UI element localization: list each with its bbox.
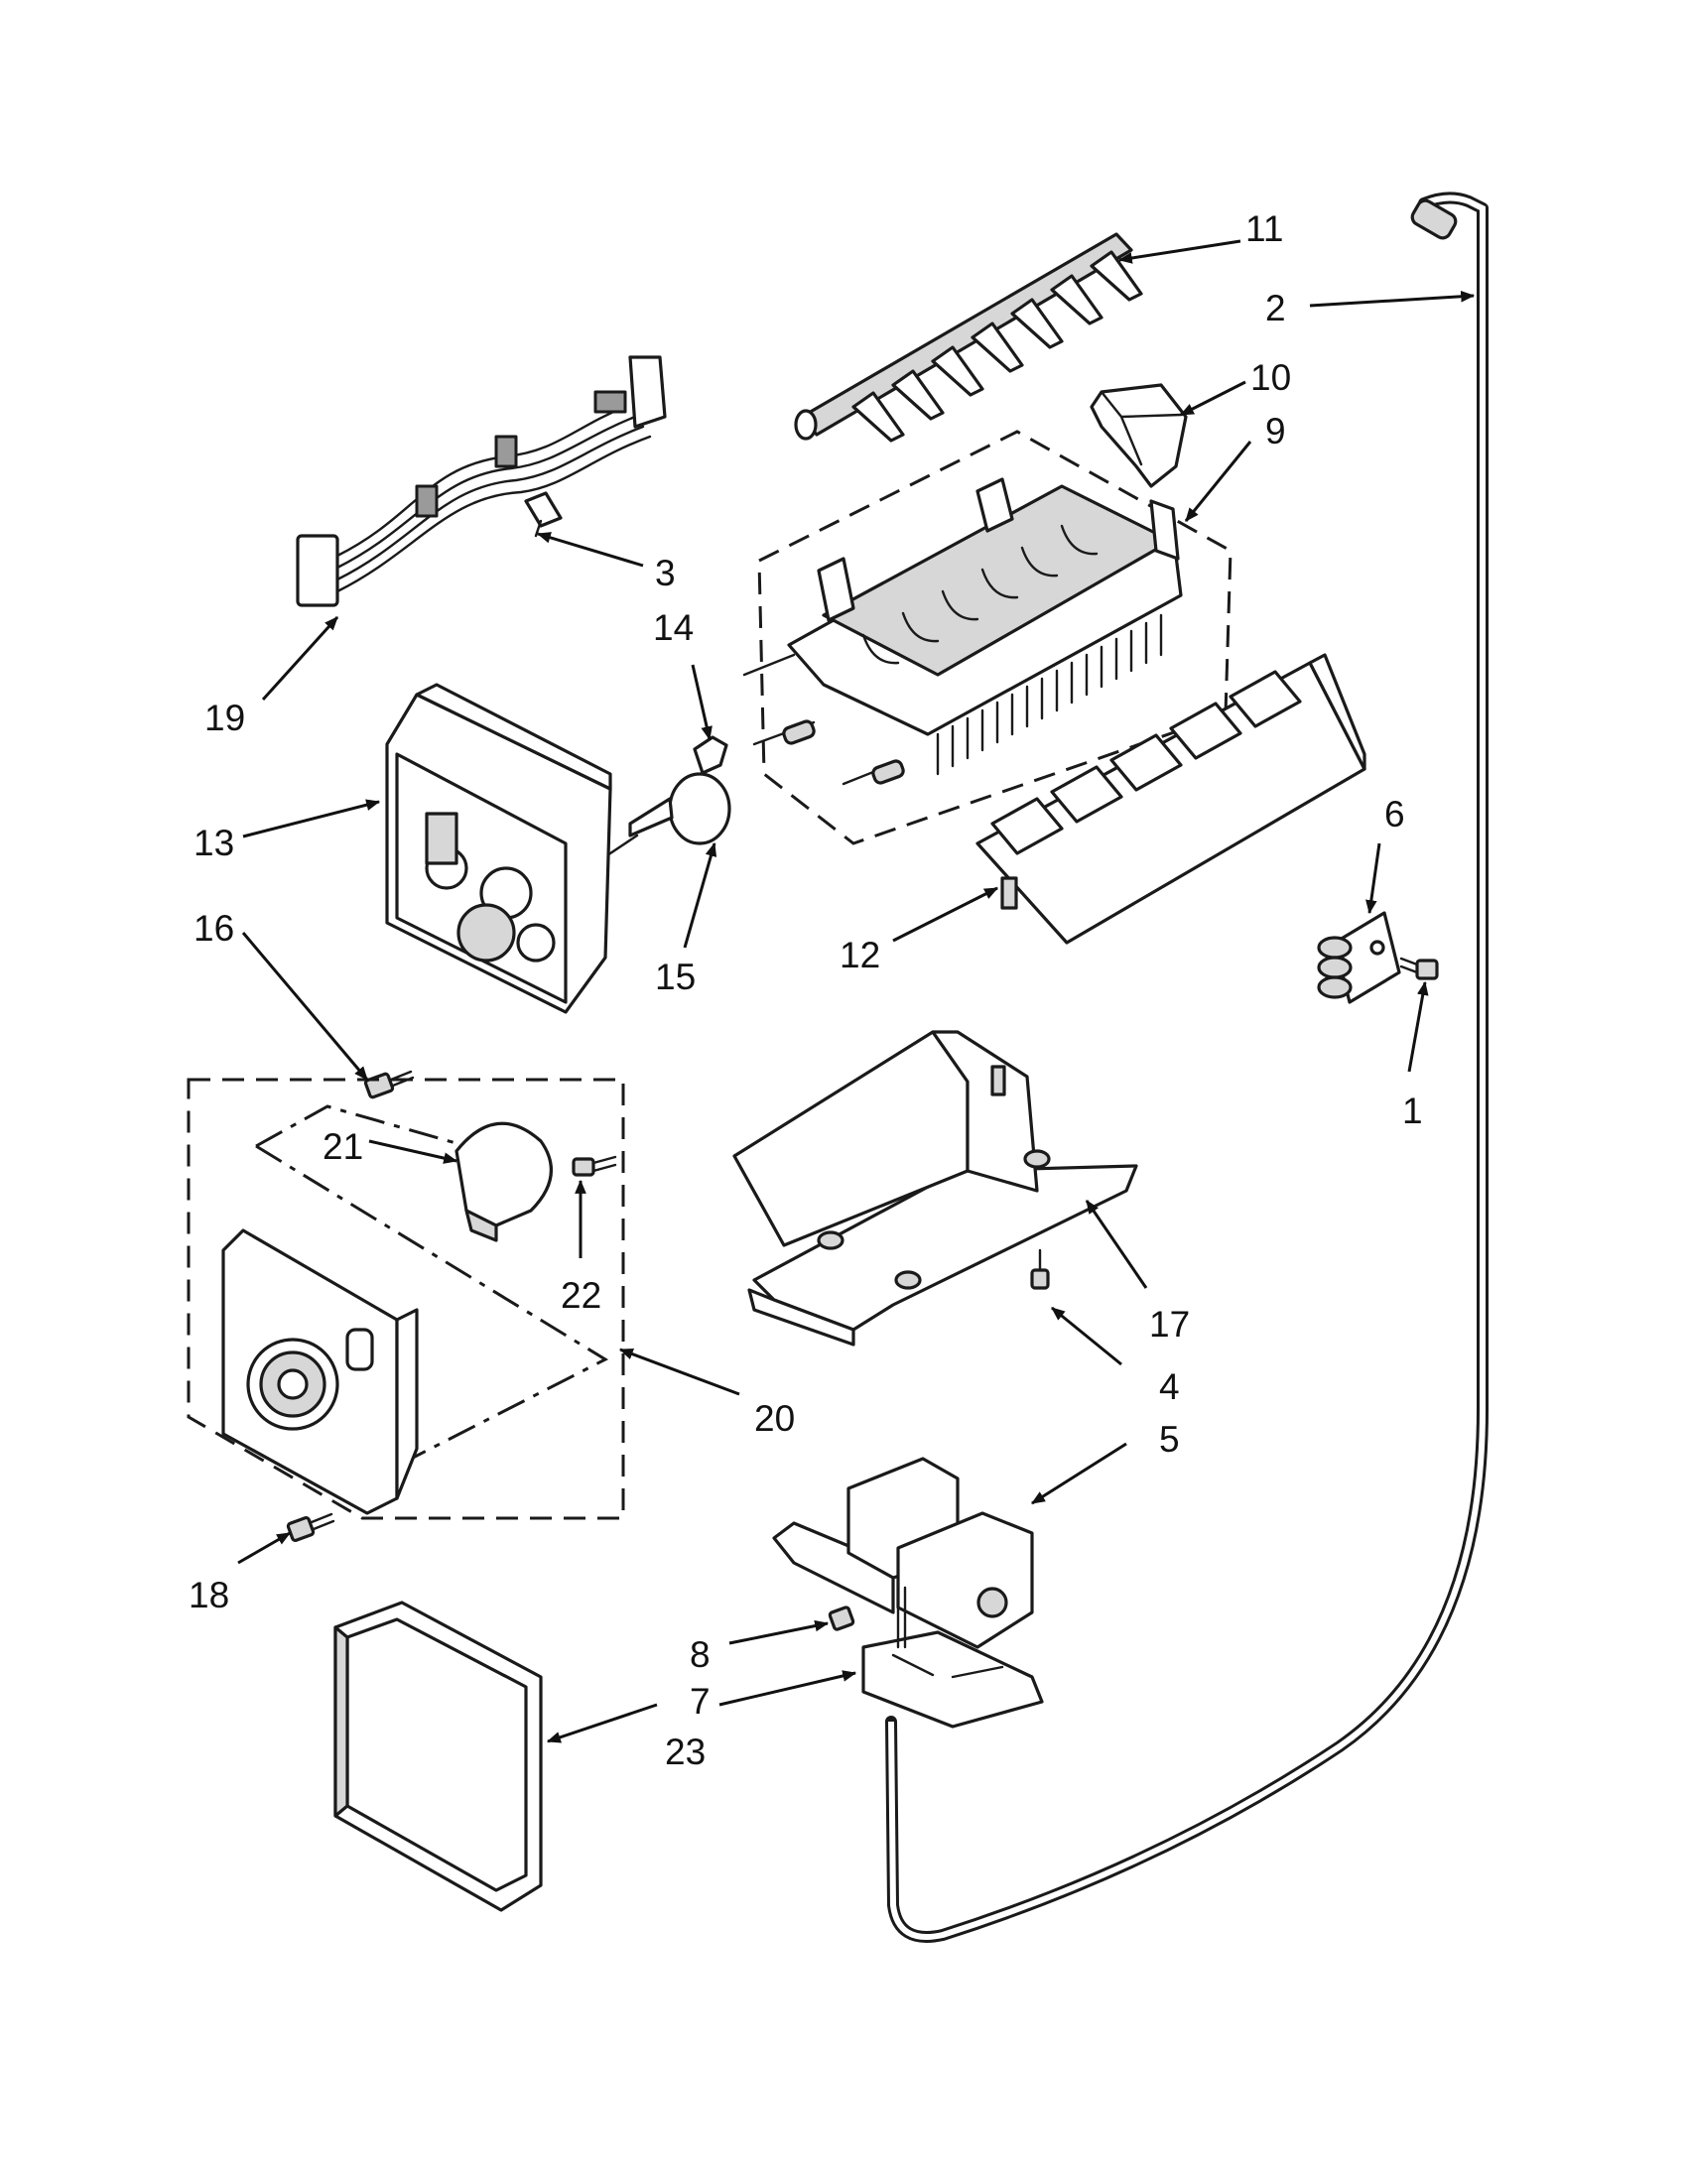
callout-7: 7 — [690, 1681, 711, 1722]
callout-13: 13 — [194, 823, 234, 863]
part-15-thermostat — [593, 772, 731, 865]
part-14-clip — [693, 735, 728, 775]
callout-20: 20 — [754, 1398, 795, 1439]
part-20-motor-housing — [221, 1228, 419, 1515]
part-9-ice-mold — [742, 477, 1183, 786]
part-19-wire-harness — [296, 355, 667, 607]
callout-10: 10 — [1250, 357, 1291, 398]
callout-4: 4 — [1159, 1366, 1180, 1407]
part-13-control-housing — [385, 683, 612, 1014]
callout-labels: 11 2 10 9 3 14 19 6 13 12 15 16 1 21 22 … — [189, 208, 1423, 1772]
callout-5: 5 — [1159, 1419, 1180, 1460]
part-22-screw — [572, 1155, 617, 1177]
callout-8: 8 — [690, 1634, 711, 1675]
part-7-insulation-pad — [333, 1601, 543, 1912]
callout-3: 3 — [655, 553, 676, 593]
part-21-motor — [454, 1121, 553, 1242]
part-4-screw — [1030, 1248, 1050, 1290]
part-20-phantom-line — [255, 1104, 609, 1480]
part-16-screw — [363, 1070, 415, 1099]
callout-16: 16 — [194, 908, 234, 949]
callout-6: 6 — [1384, 794, 1405, 835]
part-5-water-valve — [772, 1457, 1034, 1649]
callout-19: 19 — [204, 698, 245, 738]
motor-assembly-outline — [187, 1078, 625, 1520]
part-11-ejector-blades — [794, 232, 1143, 443]
part-12-stripper — [975, 653, 1366, 945]
part-3-clip — [524, 491, 563, 538]
callout-21: 21 — [323, 1126, 363, 1167]
callout-17: 17 — [1149, 1304, 1190, 1345]
callout-22: 22 — [561, 1275, 601, 1316]
callout-1: 1 — [1402, 1091, 1423, 1131]
callout-12: 12 — [840, 935, 880, 975]
part-17-mounting-bracket — [732, 1030, 1138, 1347]
leader-lines — [237, 239, 1476, 1743]
part-23-valve-bracket — [861, 1586, 1044, 1729]
part-2-fill-tube — [885, 192, 1489, 1943]
callout-2: 2 — [1265, 288, 1286, 328]
callout-23: 23 — [665, 1732, 706, 1772]
callout-14: 14 — [653, 607, 694, 648]
callout-9: 9 — [1265, 411, 1286, 451]
part-18-screw — [286, 1512, 335, 1542]
callout-11: 11 — [1245, 208, 1283, 249]
part-6-clamp — [1317, 911, 1401, 1004]
part-8-screw — [828, 1606, 855, 1631]
callout-18: 18 — [189, 1575, 229, 1615]
callout-15: 15 — [655, 957, 696, 997]
part-10-fill-cup — [1090, 383, 1188, 488]
part-1-screw — [1399, 957, 1439, 980]
